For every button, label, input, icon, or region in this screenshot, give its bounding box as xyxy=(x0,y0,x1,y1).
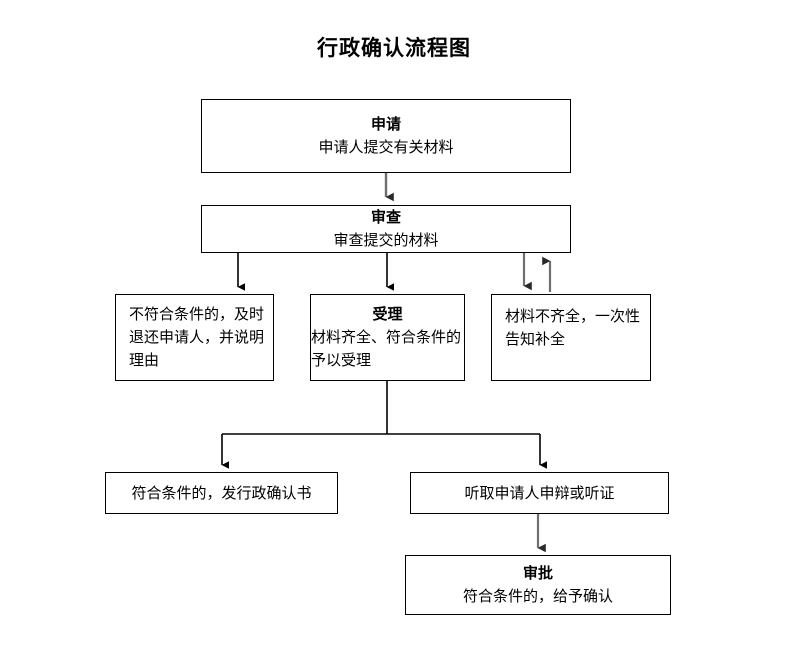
node-accept[interactable]: 受理 材料齐全、符合条件的予以受理 xyxy=(310,294,465,381)
node-review-head: 审查 xyxy=(370,207,401,226)
node-review[interactable]: 审查 审查提交的材料 xyxy=(201,205,571,253)
node-issue-body: 符合条件的，发行政确认书 xyxy=(131,483,312,502)
node-approve-body: 符合条件的，给予确认 xyxy=(462,587,613,606)
node-issue[interactable]: 符合条件的，发行政确认书 xyxy=(105,472,338,514)
node-approve[interactable]: 审批 符合条件的，给予确认 xyxy=(405,555,671,615)
node-incomplete[interactable]: 材料不齐全，一次性告知补全 xyxy=(491,294,651,381)
node-accept-head: 受理 xyxy=(372,304,403,323)
node-accept-body: 材料齐全、符合条件的予以受理 xyxy=(311,328,462,370)
node-hearing[interactable]: 听取申请人申辩或听证 xyxy=(410,472,669,514)
node-reject[interactable]: 不符合条件的，及时退还申请人，并说明理由 xyxy=(115,294,274,381)
node-reject-body: 不符合条件的，及时退还申请人，并说明理由 xyxy=(129,305,265,369)
connector-accept-fork xyxy=(221,381,547,469)
node-hearing-body: 听取申请人申辩或听证 xyxy=(464,483,615,502)
node-incomplete-body: 材料不齐全，一次性告知补全 xyxy=(505,307,641,348)
node-apply-body: 申请人提交有关材料 xyxy=(318,138,454,157)
node-apply-head: 申请 xyxy=(370,114,401,133)
node-apply[interactable]: 申请 申请人提交有关材料 xyxy=(201,99,571,173)
node-review-body: 审查提交的材料 xyxy=(333,231,439,250)
node-approve-head: 审批 xyxy=(522,563,553,582)
page-title: 行政确认流程图 xyxy=(317,36,471,60)
